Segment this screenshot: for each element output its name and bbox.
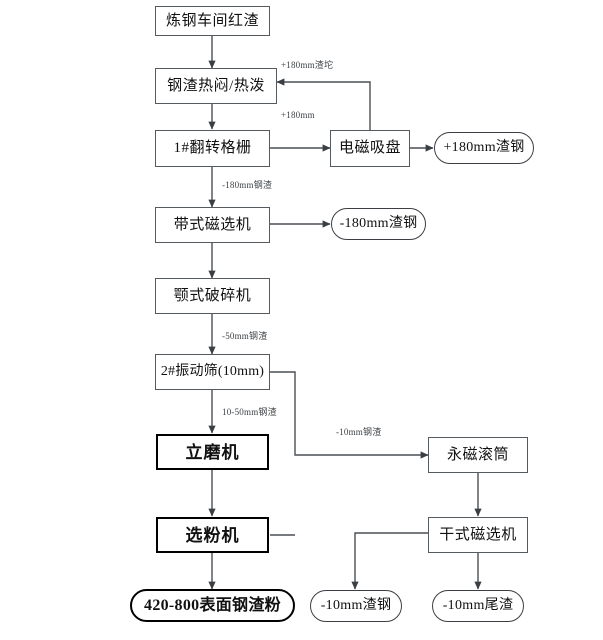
node-powder-separator[interactable]: 选粉机 bbox=[156, 517, 269, 553]
terminal-420-800-slag-powder[interactable]: 420-800表面钢渣粉 bbox=[130, 589, 295, 622]
node-belt-magnetic-separator[interactable]: 带式磁选机 bbox=[155, 207, 270, 243]
edge-label-plus-180mm-slag-lump: +180mm渣坨 bbox=[281, 60, 334, 70]
node-vibrating-screen-2[interactable]: 2#振动筛(10mm) bbox=[155, 354, 270, 390]
edge-label-minus-50mm-steel-slag: -50mm钢渣 bbox=[222, 331, 268, 341]
terminal-minus-180mm-slag-steel[interactable]: -180mm渣钢 bbox=[331, 208, 426, 240]
node-hot-stewing[interactable]: 钢渣热闷/热泼 bbox=[155, 68, 277, 104]
edge-n7-n10 bbox=[270, 371, 429, 459]
edge-label-minus-10mm-steel-slag: -10mm钢渣 bbox=[336, 427, 382, 437]
node-permanent-magnetic-drum[interactable]: 永磁滚筒 bbox=[428, 437, 528, 473]
node-vertical-mill[interactable]: 立磨机 bbox=[156, 434, 269, 470]
terminal-minus-10mm-tailings[interactable]: -10mm尾渣 bbox=[432, 590, 524, 622]
edge-n4-n2-recycle bbox=[276, 78, 371, 131]
edge-label-plus-180mm: +180mm bbox=[281, 110, 315, 120]
node-flip-grate-1[interactable]: 1#翻转格栅 bbox=[155, 130, 270, 167]
edge-label-10-50mm-steel-slag: 10-50mm钢渣 bbox=[222, 407, 277, 417]
edge-n11-t4 bbox=[351, 532, 428, 590]
edge-label-minus-180mm-steel-slag: -180mm钢渣 bbox=[222, 180, 273, 190]
node-steelmaking-red-slag[interactable]: 炼钢车间红渣 bbox=[155, 6, 270, 36]
node-dry-magnetic-separator[interactable]: 干式磁选机 bbox=[428, 517, 528, 553]
node-jaw-crusher[interactable]: 颚式破碎机 bbox=[155, 278, 270, 314]
terminal-minus-10mm-slag-steel[interactable]: -10mm渣钢 bbox=[310, 590, 402, 622]
node-electromagnetic-chuck[interactable]: 电磁吸盘 bbox=[330, 130, 410, 167]
terminal-plus-180mm-slag-steel[interactable]: +180mm渣钢 bbox=[434, 132, 534, 164]
